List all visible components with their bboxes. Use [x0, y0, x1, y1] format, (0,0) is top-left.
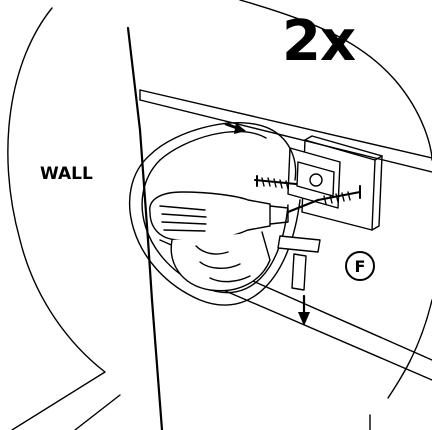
part-f-badge: F — [345, 251, 375, 281]
hand-icon — [170, 231, 271, 292]
screw-icon — [254, 175, 361, 205]
part-f-label: F — [354, 256, 366, 276]
drill-icon — [149, 191, 320, 242]
shelf-top-edge — [139, 89, 432, 173]
strap-tensioner — [277, 235, 321, 291]
down-arrow-icon — [298, 294, 310, 326]
shelf-back-edge — [199, 279, 432, 381]
repeat-count-label: 2x — [282, 9, 356, 74]
callout-bubble-outline — [7, 0, 432, 430]
wall-edge-line — [126, 26, 164, 430]
wall-label: WALL — [40, 164, 93, 184]
wall-bracket-icon — [287, 147, 341, 209]
